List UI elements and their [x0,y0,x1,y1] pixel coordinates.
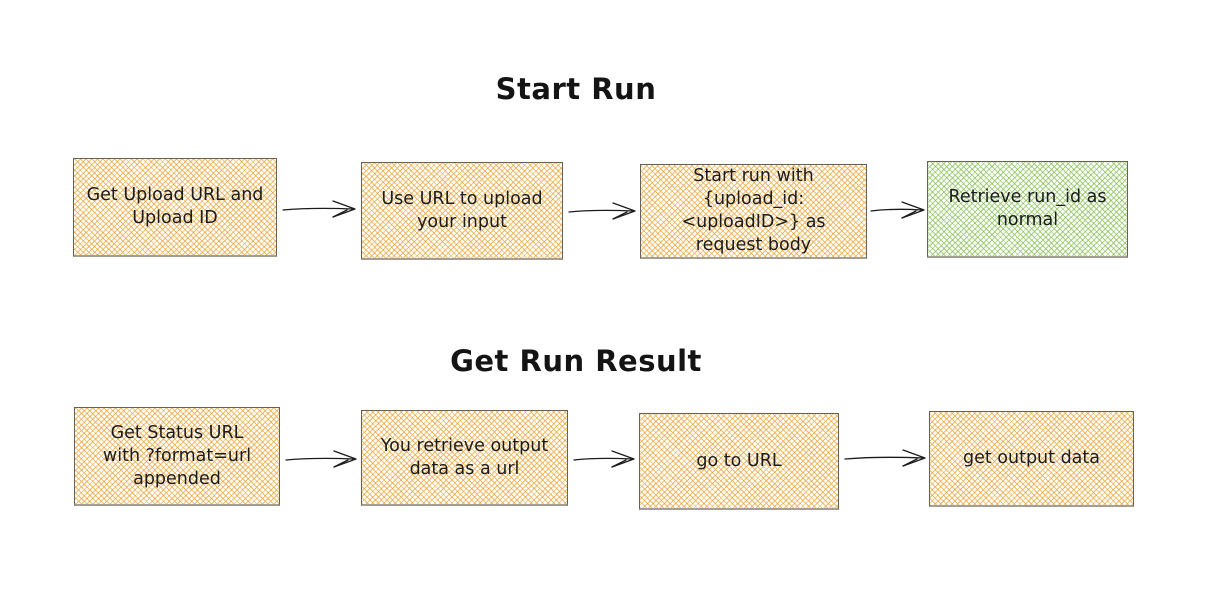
node-get-status-url: Get Status URL with ?format=url appended [74,407,280,506]
node-get-upload-url: Get Upload URL and Upload ID [73,158,277,257]
node-start-run-with-upload-id: Start run with {upload_id: <uploadID>} a… [640,164,867,259]
arrow-icon [282,200,356,218]
arrow-icon [844,449,926,467]
node-use-url-to-upload: Use URL to upload your input [361,162,563,260]
flow-title-start-run: Start Run [495,72,657,106]
arrow-icon [573,450,635,468]
node-retrieve-run-id: Retrieve run_id as normal [927,161,1128,258]
node-label: Get Status URL with ?format=url appended [102,422,252,489]
arrow-icon [285,450,357,468]
node-label: You retrieve output data as a url [380,435,549,479]
node-retrieve-output-url: You retrieve output data as a url [361,410,568,506]
node-label: Get Upload URL and Upload ID [86,185,264,228]
flow-title-get-run-result: Get Run Result [450,344,702,378]
node-label: get output data [962,448,1100,468]
arrow-icon [870,201,925,219]
node-label: Start run with {upload_id: <uploadID>} a… [681,166,826,255]
node-go-to-url: go to URL [639,413,839,510]
node-label: Use URL to upload your input [381,188,543,232]
node-get-output-data: get output data [929,411,1134,507]
node-label: go to URL [696,450,782,471]
node-label: Retrieve run_id as normal [948,187,1107,230]
arrow-icon [568,202,636,220]
